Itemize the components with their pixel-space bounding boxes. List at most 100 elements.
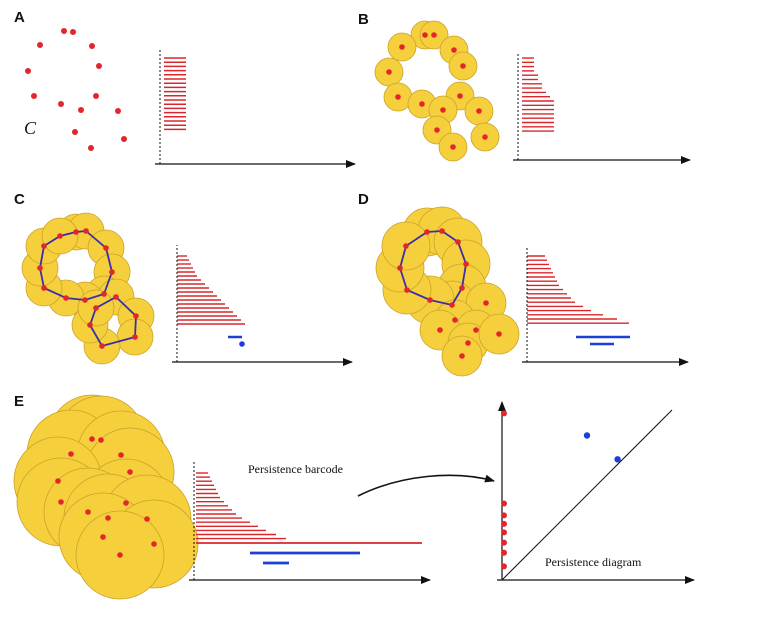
data-point xyxy=(58,101,64,107)
data-point xyxy=(41,285,47,291)
data-point xyxy=(89,43,95,49)
diagram-point-h1 xyxy=(583,432,591,439)
data-point xyxy=(57,233,63,239)
barcode-to-diagram-arrow xyxy=(357,474,495,497)
data-point xyxy=(482,134,488,140)
data-point xyxy=(98,437,104,443)
data-point xyxy=(70,29,76,35)
panel-label-b: B xyxy=(358,11,369,28)
data-point xyxy=(451,47,457,53)
panel-e-points xyxy=(55,436,157,558)
panel-a-axes xyxy=(155,50,356,168)
data-point xyxy=(476,108,482,114)
panel-b-balls xyxy=(374,20,500,162)
data-point xyxy=(117,552,123,558)
data-point xyxy=(121,136,127,142)
h1-bar xyxy=(239,341,245,347)
data-point xyxy=(88,145,94,151)
panel-label-c: C xyxy=(14,191,25,208)
panel-e-barcode-axes xyxy=(189,462,431,584)
panel-c-points xyxy=(37,228,139,349)
diagram-point-h0 xyxy=(501,549,507,556)
data-point xyxy=(473,327,479,333)
data-point xyxy=(424,229,430,235)
data-point xyxy=(459,285,465,291)
data-point xyxy=(82,297,88,303)
data-point xyxy=(113,294,119,300)
point-set-label: C xyxy=(24,118,37,138)
data-point xyxy=(115,108,121,114)
data-point xyxy=(89,436,95,442)
diagram-caption: Persistence diagram xyxy=(545,555,642,569)
panel-a-points xyxy=(25,28,127,151)
panel-b-small-balls xyxy=(374,20,691,164)
diagram-points xyxy=(501,410,621,570)
diagram-point-h0 xyxy=(501,563,507,570)
data-point xyxy=(83,228,89,234)
panel-a-barcode xyxy=(164,57,186,131)
data-point xyxy=(449,302,455,308)
panel-label-e: E xyxy=(14,393,24,410)
data-point xyxy=(460,63,466,69)
panel-e-barcode xyxy=(196,472,422,565)
panel-e-full-cover: Persistence barcode Persistence diagram xyxy=(13,394,695,600)
panel-c-two-loops xyxy=(21,212,353,366)
data-point xyxy=(58,499,64,505)
data-point xyxy=(431,32,437,38)
data-point xyxy=(386,69,392,75)
data-point xyxy=(459,353,465,359)
data-point xyxy=(437,327,443,333)
data-point xyxy=(37,42,43,48)
data-point xyxy=(419,101,425,107)
data-point xyxy=(96,63,102,69)
data-point xyxy=(41,243,47,249)
panel-b-axes xyxy=(513,52,691,164)
data-point xyxy=(100,534,106,540)
data-point xyxy=(403,243,409,249)
data-point xyxy=(101,291,107,297)
data-point xyxy=(93,305,99,311)
data-point xyxy=(463,261,469,267)
diagram-point-h0 xyxy=(501,500,507,507)
data-point xyxy=(496,331,502,337)
panel-d-barcode xyxy=(527,255,630,346)
data-point xyxy=(73,229,79,235)
data-point xyxy=(123,500,129,506)
data-point xyxy=(55,478,61,484)
diagram-point-h0 xyxy=(501,529,507,536)
data-point xyxy=(78,107,84,113)
panel-d-axes xyxy=(522,247,689,366)
data-point xyxy=(93,93,99,99)
data-point xyxy=(483,300,489,306)
data-point xyxy=(399,44,405,50)
data-point xyxy=(440,107,446,113)
data-point xyxy=(31,93,37,99)
data-point xyxy=(397,265,403,271)
barcode-caption: Persistence barcode xyxy=(248,462,343,476)
data-point xyxy=(103,245,109,251)
panel-d-one-loop xyxy=(375,206,689,377)
data-point xyxy=(68,451,74,457)
loop-edges xyxy=(39,230,113,301)
data-point xyxy=(63,295,69,301)
data-point xyxy=(133,313,139,319)
diagram-point-h0 xyxy=(501,512,507,519)
data-point xyxy=(61,28,67,34)
data-point xyxy=(132,334,138,340)
panel-c-barcode xyxy=(177,255,245,347)
data-point xyxy=(457,93,463,99)
data-point xyxy=(455,239,461,245)
data-point xyxy=(127,469,133,475)
persistence-diagram: Persistence diagram xyxy=(497,401,695,584)
data-point xyxy=(439,228,445,234)
data-point xyxy=(72,129,78,135)
data-point xyxy=(99,343,105,349)
diagram-point-h1 xyxy=(614,456,621,463)
data-point xyxy=(105,515,111,521)
diagram-point-h0 xyxy=(501,539,507,546)
panel-e-balls xyxy=(13,394,199,600)
panel-d-balls xyxy=(375,206,520,377)
panel-d-points xyxy=(397,228,502,359)
panel-label-a: A xyxy=(14,9,25,26)
